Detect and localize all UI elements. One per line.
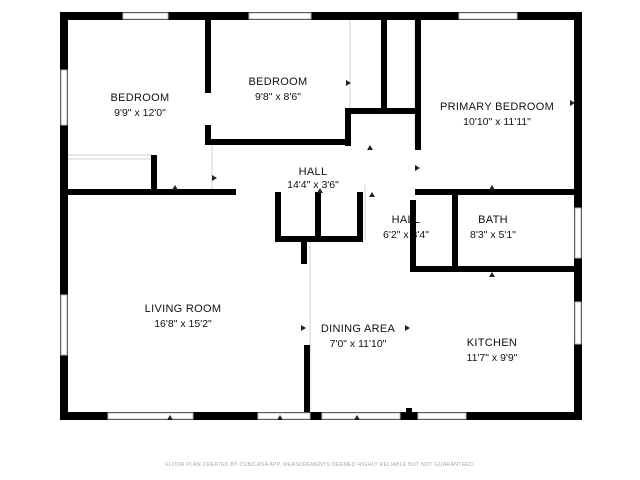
room-dimensions: 16'8" x 15'2" [154, 318, 212, 330]
room-dimensions: 10'10" x 11'11" [463, 116, 531, 128]
room-name: HALL [392, 214, 421, 226]
room-name: DINING AREA [321, 323, 396, 335]
door-markers [167, 80, 575, 420]
window [122, 12, 169, 20]
room-name: BEDROOM [111, 92, 170, 104]
window [458, 12, 518, 20]
room-name: LIVING ROOM [145, 303, 222, 315]
room-dining-area: DINING AREA 7'0" x 11'10" [321, 323, 396, 350]
room-name: BEDROOM [249, 76, 308, 88]
window [257, 412, 311, 420]
window [248, 12, 312, 20]
window [60, 69, 68, 126]
windows [60, 12, 582, 420]
window [417, 412, 467, 420]
room-bath: BATH 8'3" x 5'1" [470, 214, 516, 241]
room-dimensions: 6'2" x 3'4" [383, 229, 429, 241]
room-living-room: LIVING ROOM 16'8" x 15'2" [145, 303, 222, 330]
room-name: BATH [478, 214, 508, 226]
room-dimensions: 9'8" x 8'6" [255, 91, 301, 103]
room-dimensions: 9'9" x 12'0" [114, 107, 166, 119]
room-dimensions: 7'0" x 11'10" [330, 338, 387, 350]
room-bedroom-middle: BEDROOM 9'8" x 8'6" [249, 76, 308, 103]
room-primary-bedroom: PRIMARY BEDROOM 10'10" x 11'11" [440, 101, 554, 128]
window [107, 412, 194, 420]
room-dimensions: 11'7" x 9'9" [467, 352, 518, 364]
room-dimensions: 14'4" x 3'6" [287, 179, 339, 191]
interior-walls [60, 12, 582, 420]
window [574, 301, 582, 345]
room-name: KITCHEN [467, 337, 517, 349]
room-name: HALL [299, 166, 328, 178]
room-hall-main: HALL 14'4" x 3'6" [287, 166, 339, 191]
room-hall-small: HALL 6'2" x 3'4" [383, 214, 429, 241]
window [321, 412, 401, 420]
room-bedroom-left: BEDROOM 9'9" x 12'0" [111, 92, 170, 119]
room-kitchen: KITCHEN 11'7" x 9'9" [467, 337, 518, 364]
room-name: PRIMARY BEDROOM [440, 101, 554, 113]
disclaimer-footer: FLOOR PLAN CREATED BY CUBICASA APP. MEAS… [165, 462, 475, 468]
window [574, 207, 582, 259]
window [60, 294, 68, 356]
room-dimensions: 8'3" x 5'1" [470, 229, 516, 241]
